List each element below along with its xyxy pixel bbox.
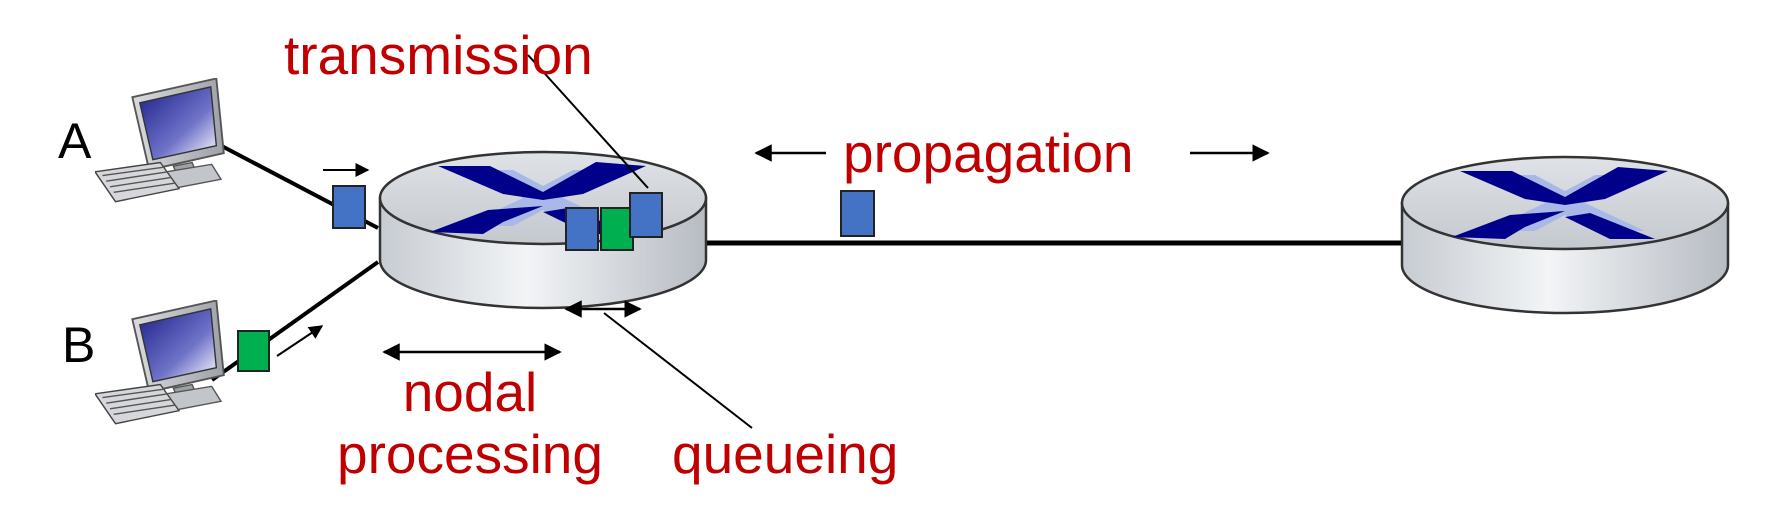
leader-queueing [603,312,753,429]
packet-blue-transmitting [629,192,663,238]
arrow-host-b-direction [276,325,324,357]
label-propagation: propagation [843,122,1134,184]
packet-blue-queued [565,207,599,251]
desktop-computer-icon [95,300,225,425]
host-label: A [58,113,92,169]
packet-blue-on-link-a [332,185,366,229]
label-nodal-processing-line1: nodal [403,361,538,423]
packet-green-queued [600,207,634,251]
leader-transmission [527,54,649,189]
host-label: B [62,317,95,373]
label-transmission: transmission [284,24,593,86]
label-nodal-processing-line2: processing [337,423,603,485]
host-b: B [62,300,225,425]
label-queueing: queueing [672,423,898,485]
packet-green-on-link-b [237,330,270,372]
packet-blue-propagating [840,190,875,237]
link-b-router [210,260,380,382]
desktop-computer-icon [95,78,225,203]
router-icon [1400,155,1730,315]
host-a: A [58,78,225,203]
